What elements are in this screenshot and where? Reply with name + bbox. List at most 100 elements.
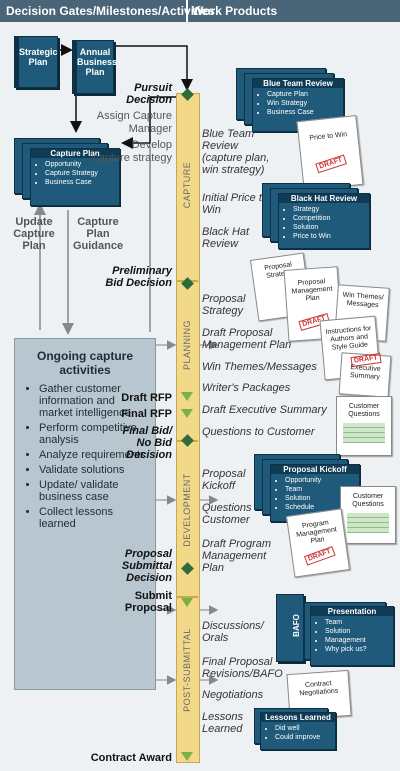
black-hat-item: Strategy [293, 205, 365, 214]
phase-divider [176, 596, 198, 598]
blue-team-list: Capture Plan Win Strategy Business Case [253, 88, 343, 117]
wp-draft-pmp: Draft Proposal Management Plan [202, 327, 292, 351]
wp-draft-program-mgmt-plan: Draft Program Management Plan [202, 538, 272, 574]
contract-award-triangle [181, 752, 193, 761]
presentation-item: Why pick us? [325, 645, 389, 654]
assign-capture-manager-label: Assign Capture Manager [96, 110, 172, 135]
kickoff-title: Proposal Kickoff [271, 465, 359, 474]
wp-final-proposal-revisions: Final Proposal Revisions/BAFO [202, 656, 283, 680]
final-rfp-triangle [181, 409, 193, 418]
capture-plan-item: Opportunity [45, 160, 115, 169]
black-hat-item: Price to Win [293, 232, 365, 241]
wp-proposal-kickoff: Proposal Kickoff [202, 468, 246, 492]
ongoing-activity-item: Analyze requirements [39, 449, 149, 461]
presentation-title: Presentation [311, 607, 393, 616]
ongoing-activity-item: Perform competitive analysis [39, 422, 149, 446]
header-bar: Decision Gates/Milestones/Activities Wor… [0, 0, 400, 22]
lessons-title: Lessons Learned [261, 713, 335, 722]
update-capture-plan-label: Update Capture Plan [13, 216, 55, 252]
submit-proposal-label: Submit Proposal [124, 590, 172, 614]
phase-post-submittal: POST-SUBMITTAL [182, 628, 192, 712]
price-to-win-doc: Price to Win DRAFT [296, 115, 364, 191]
presentation-item: Management [325, 636, 389, 645]
instructions-doc-label: Instructions for Authors and Style Guide [325, 325, 372, 352]
ongoing-activity-item: Gather customer information and market i… [39, 383, 149, 419]
capture-plan-item: Capture Strategy [45, 169, 115, 178]
wp-discussions-orals: Discussions/ Orals [202, 620, 264, 644]
contract-award-label: Contract Award [90, 752, 172, 764]
wp-black-hat-review: Black Hat Review [202, 226, 250, 250]
wp-draft-exec-summary: Draft Executive Summary [202, 404, 327, 416]
capture-plan-title: Capture Plan [31, 149, 119, 158]
presentation-list: Team Solution Management Why pick us? [311, 616, 393, 654]
capture-plan-panel: Capture Plan Opportunity Capture Strateg… [30, 148, 120, 206]
kickoff-list: Opportunity Team Solution Schedule [271, 474, 359, 512]
preliminary-bid-label: Preliminary Bid Decision [105, 265, 172, 289]
annual-business-plan-label: Annual Business Plan [77, 47, 118, 77]
strategic-plan-label: Strategic Plan [19, 47, 58, 67]
strategic-plan-binder: Strategic Plan [14, 36, 58, 88]
kickoff-item: Team [285, 485, 355, 494]
final-rfp-label: Final RFP [121, 408, 172, 420]
exec-summary-doc: DRAFT Executive Summary [338, 352, 392, 398]
bafo-binder: BAFO [276, 594, 304, 662]
wp-lessons-learned: Lessons Learned [202, 711, 243, 735]
pursuit-decision-label: Pursuit Decision [126, 82, 172, 106]
pmp-doc-label: Proposal Management Plan [291, 278, 333, 303]
black-hat-panel: Black Hat Review Strategy Competition So… [278, 193, 370, 249]
blue-team-item: Business Case [267, 108, 339, 117]
phase-planning: PLANNING [182, 320, 192, 371]
blue-team-item: Win Strategy [267, 99, 339, 108]
wp-win-themes: Win Themes/Messages [202, 361, 317, 373]
wp-questions-to-customer-1: Questions to Customer [202, 426, 315, 438]
customer-questions-label: Customer Questions [348, 403, 380, 418]
program-mgmt-doc-label: Program Management Plan [295, 519, 338, 545]
win-themes-doc-label: Win Themes/ Messages [342, 291, 384, 310]
presentation-panel: Presentation Team Solution Management Wh… [310, 606, 394, 666]
customer-questions-label: Customer Questions [352, 493, 384, 508]
lessons-item: Could improve [275, 733, 331, 742]
phase-capture: CAPTURE [182, 161, 192, 209]
contract-negotiations-label: Contract Negotiations [299, 680, 339, 698]
wp-negotiations: Negotiations [202, 689, 264, 701]
bafo-label: BAFO [291, 614, 301, 637]
header-right-title: Work Products [192, 4, 278, 18]
draft-stamp: DRAFT [315, 154, 347, 174]
wp-questions-to-customer-2: Questions to Customer [202, 502, 264, 526]
ongoing-activity-item: Validate solutions [39, 464, 149, 476]
black-hat-item: Competition [293, 214, 365, 223]
blue-team-title: Blue Team Review [253, 79, 343, 88]
draft-rfp-triangle [181, 392, 193, 401]
header-left-title: Decision Gates/Milestones/Activities [6, 4, 215, 18]
ongoing-activity-item: Collect lessons learned [39, 506, 149, 530]
phase-development: DEVELOPMENT [182, 473, 192, 547]
capture-plan-list: Opportunity Capture Strategy Business Ca… [31, 158, 119, 187]
presentation-item: Team [325, 618, 389, 627]
wp-writers-packages: Writer's Packages [202, 382, 291, 394]
annual-business-plan-binder: Annual Business Plan [72, 40, 118, 94]
wp-initial-price-to-win: Initial Price to Win [202, 192, 269, 216]
capture-plan-item: Business Case [45, 178, 115, 187]
blue-team-item: Capture Plan [267, 90, 339, 99]
customer-questions-doc-1: Customer Questions [336, 396, 392, 456]
ongoing-activities-box: Ongoing capture activities Gather custom… [14, 338, 156, 690]
questions-table [347, 513, 389, 533]
black-hat-title: Black Hat Review [279, 194, 369, 203]
presentation-item: Solution [325, 627, 389, 636]
timeline-bar [176, 93, 200, 763]
header-divider [186, 0, 188, 22]
exec-summary-doc-label: Executive Summary [349, 363, 381, 382]
proposal-submittal-label: Proposal Submittal Decision [121, 548, 172, 584]
submit-proposal-triangle [181, 598, 193, 607]
questions-table [343, 423, 385, 443]
develop-capture-strategy-label: Develop capture strategy [93, 139, 172, 164]
kickoff-item: Opportunity [285, 476, 355, 485]
customer-questions-doc-2: Customer Questions [340, 486, 396, 544]
capture-plan-guidance-label: Capture Plan Guidance [72, 216, 124, 252]
ongoing-activity-item: Update/ validate business case [39, 479, 149, 503]
program-mgmt-doc: Program Management Plan DRAFT [285, 508, 351, 578]
lessons-list: Did well Could improve [261, 722, 335, 742]
price-to-win-label: Price to Win [309, 131, 348, 143]
black-hat-list: Strategy Competition Solution Price to W… [279, 203, 369, 241]
